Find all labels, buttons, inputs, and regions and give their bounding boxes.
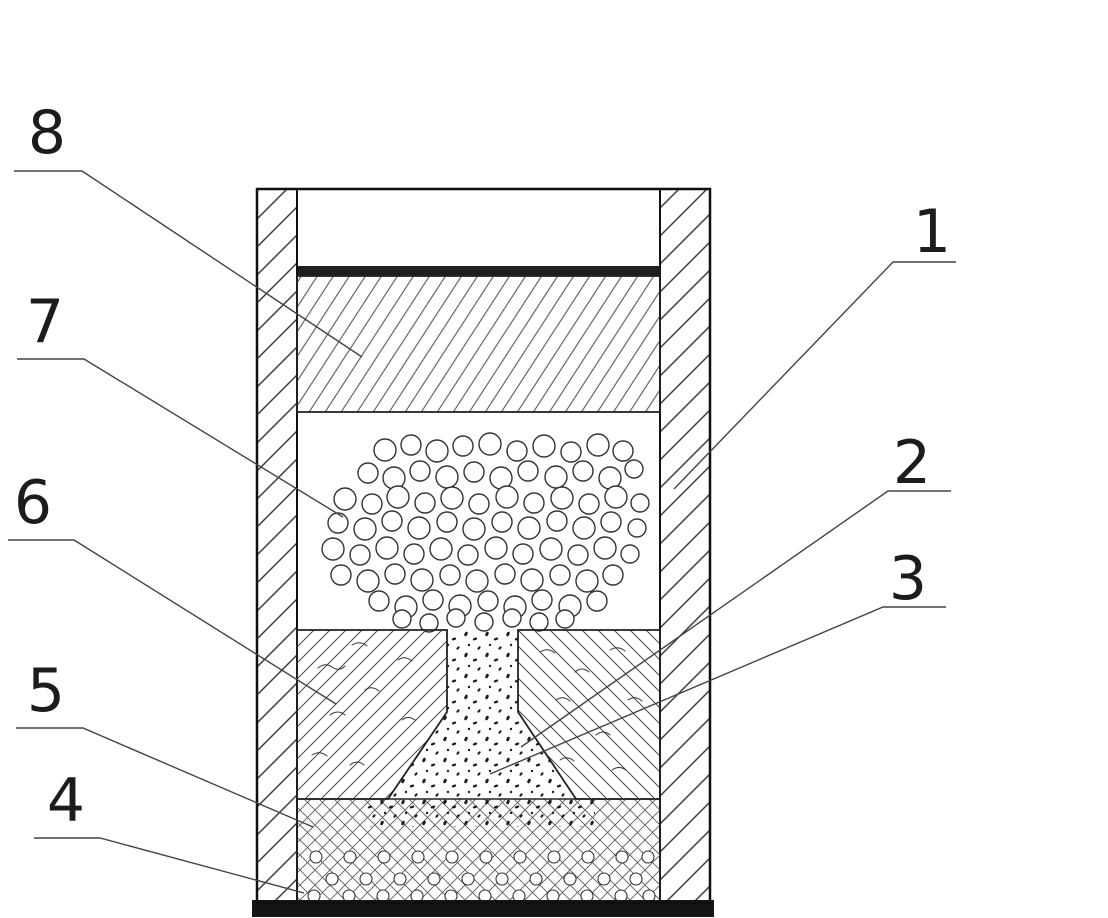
vessel-wall-right (659, 188, 711, 904)
leader-line-8 (14, 170, 363, 358)
vessel-wall-left (256, 188, 298, 904)
sphere-packing-layer (321, 432, 650, 633)
top-cover-bar (298, 266, 660, 276)
leader-line-7 (17, 358, 344, 518)
particle-spill (365, 799, 595, 827)
leader-line-1 (673, 261, 956, 490)
part-label-7: 7 (25, 287, 65, 357)
leader-line-6 (8, 539, 337, 705)
part-label-1: 1 (912, 197, 952, 267)
leader-line-5 (16, 727, 314, 828)
bottom-circle-rows (307, 850, 656, 903)
vessel-outline (255, 187, 712, 905)
part-label-6: 6 (13, 468, 53, 538)
part-label-8: 8 (27, 98, 67, 168)
leader-line-3 (489, 606, 946, 775)
leader-lines (8, 170, 956, 894)
part-label-5: 5 (26, 656, 66, 726)
part-label-4: 4 (46, 766, 86, 836)
leader-line-4 (34, 837, 305, 894)
part-label-2: 2 (892, 428, 932, 498)
upper-hatched-layer (296, 275, 661, 413)
part-label-3: 3 (888, 544, 928, 614)
grain-squiggles (311, 642, 643, 771)
leader-line-2 (520, 490, 951, 748)
